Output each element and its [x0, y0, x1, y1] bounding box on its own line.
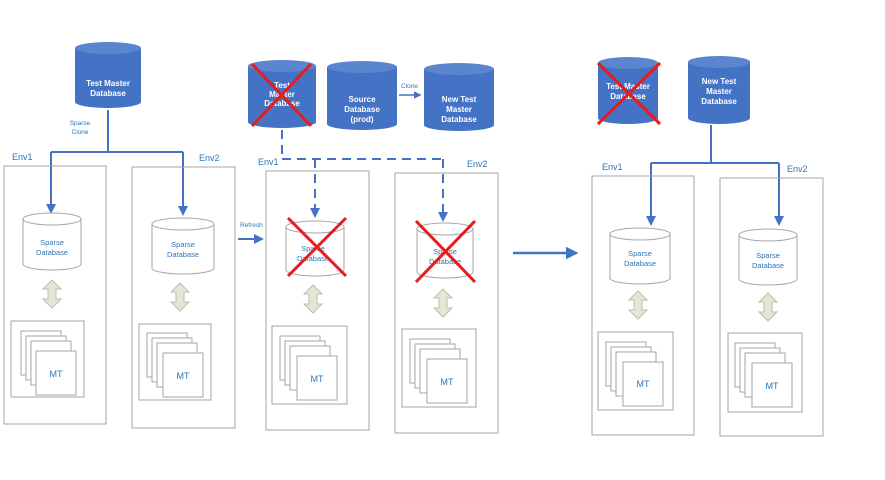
dashed-connector [281, 130, 448, 222]
svg-text:Sparse: Sparse [171, 240, 195, 249]
delete-cross-icon [414, 219, 477, 284]
delete-cross-icon [250, 62, 313, 128]
env2-box [394, 172, 499, 434]
env1-label: Env1 [12, 152, 33, 162]
sync-arrow-icon [758, 292, 778, 322]
env1-box [265, 170, 370, 431]
svg-text:Database: Database [429, 257, 461, 266]
svg-text:Database: Database [297, 254, 329, 263]
svg-text:Database: Database [701, 97, 737, 106]
sparse-clone-label-line1: Sparse [70, 120, 91, 127]
svg-text:Test: Test [274, 81, 290, 90]
svg-text:Database: Database [441, 115, 477, 124]
delete-cross-icon [286, 216, 348, 278]
svg-text:Sparse: Sparse [628, 249, 652, 258]
env2-label: Env2 [787, 164, 808, 174]
svg-text:Database: Database [36, 248, 68, 257]
svg-text:Database: Database [752, 261, 784, 270]
panel-1: Test Master Database Sparse Clone Env1 S… [3, 42, 236, 429]
sync-arrow-icon [628, 290, 648, 320]
svg-text:MT: MT [637, 379, 650, 389]
sync-arrow-icon [303, 284, 323, 314]
svg-text:Database: Database [344, 105, 380, 114]
master-db-line1: Test Master [86, 79, 130, 88]
source-database-cylinder: Source Database (prod) [327, 61, 397, 130]
env2-label: Env2 [199, 153, 220, 163]
env2-sparse-database: Sparse Database [738, 228, 798, 286]
env1-mt-stack: MT [597, 331, 674, 411]
env1-box [591, 175, 695, 436]
env1-box [3, 165, 107, 425]
env2-sparse-database: Sparse Database [151, 217, 215, 275]
svg-text:(prod): (prod) [350, 115, 373, 124]
svg-text:Sparse: Sparse [756, 251, 780, 260]
refresh-label: Refresh [240, 222, 263, 229]
svg-text:Database: Database [264, 99, 300, 108]
env2-box [719, 177, 824, 437]
env1-label: Env1 [602, 162, 623, 172]
sparse-clone-label-line2: Clone [72, 129, 89, 136]
sync-arrow-icon [42, 279, 62, 309]
svg-text:MT: MT [441, 377, 454, 387]
svg-text:Master: Master [706, 87, 732, 96]
svg-text:New Test: New Test [442, 95, 477, 104]
clone-connector [646, 125, 784, 226]
delete-cross-icon [596, 61, 662, 126]
env1-label: Env1 [258, 157, 279, 167]
panel-2: Test Master Database Source Database (pr… [248, 60, 499, 434]
master-db-line2: Database [90, 89, 126, 98]
env1-mt-stack: MT [271, 325, 348, 405]
svg-text:Database: Database [624, 259, 656, 268]
env2-mt-stack: MT [401, 328, 477, 408]
svg-text:Database: Database [610, 92, 646, 101]
svg-text:MT: MT [766, 381, 779, 391]
clone-connector [46, 110, 188, 216]
svg-text:New Test: New Test [702, 77, 737, 86]
svg-text:Sparse: Sparse [301, 244, 325, 253]
clone-label: Clone [401, 83, 418, 90]
svg-text:Database: Database [167, 250, 199, 259]
svg-text:Master: Master [446, 105, 472, 114]
env1-sparse-database: Sparse Database [22, 212, 82, 271]
panel-3: Test Master Database New Test Master Dat… [591, 56, 824, 437]
env2-mt-stack: MT [727, 332, 803, 413]
svg-text:MT: MT [50, 369, 63, 379]
env1-sparse-database: Sparse Database [609, 227, 671, 285]
env2-mt-stack: MT [138, 323, 212, 401]
svg-text:Source: Source [348, 95, 376, 104]
svg-text:MT: MT [177, 371, 190, 381]
svg-text:Test Master: Test Master [606, 82, 650, 91]
svg-text:Sparse: Sparse [40, 238, 64, 247]
env2-label: Env2 [467, 159, 488, 169]
env2-box [131, 166, 236, 429]
sync-arrow-icon [170, 282, 190, 312]
svg-text:MT: MT [311, 374, 324, 384]
new-test-master-database-cylinder: New Test Master Database [688, 56, 750, 124]
test-master-database-cylinder: Test Master Database [75, 42, 141, 108]
sync-arrow-icon [433, 288, 453, 318]
env1-mt-stack: MT [10, 320, 85, 398]
new-test-master-database-cylinder: New Test Master Database [424, 63, 494, 131]
